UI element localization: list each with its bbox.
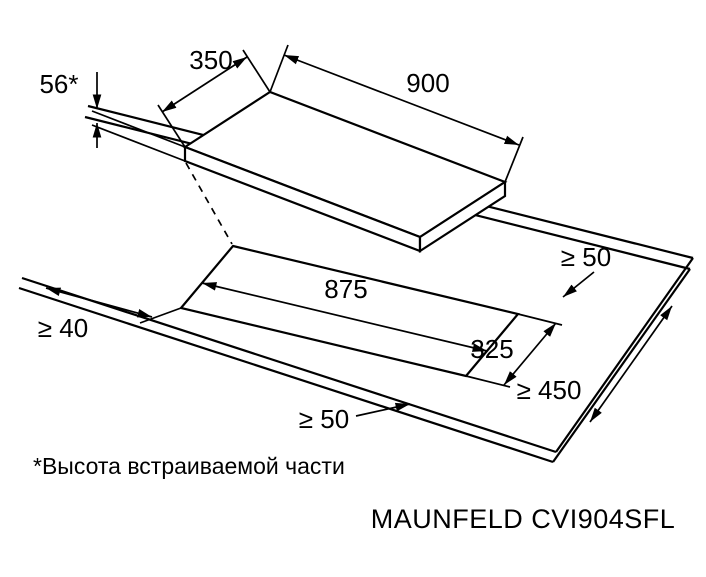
dim-hob-depth: 350 <box>157 45 271 148</box>
side-clearance-label: ≥ 40 <box>38 313 88 343</box>
dimension-arrow <box>283 54 520 146</box>
front-clearance-label: ≥ 50 <box>299 404 349 434</box>
dimension-arrow <box>503 322 557 386</box>
hob-slab <box>182 90 508 254</box>
dimension-arrow <box>45 287 153 318</box>
extension-line <box>465 375 511 388</box>
extension-line <box>504 136 524 183</box>
dim-hob-width: 900 <box>269 44 524 183</box>
hob-height-label: 56* <box>39 69 78 99</box>
dimension-arrow <box>201 282 488 352</box>
dimension-arrow <box>161 56 248 113</box>
worktop-depth-label: ≥ 450 <box>517 375 582 405</box>
worktop-right-edge-inner <box>552 268 691 463</box>
hob-width-label: 900 <box>406 68 449 98</box>
dim-side-clearance: ≥ 40 <box>38 287 182 343</box>
hob-right-face <box>418 179 507 254</box>
pointer-arrow <box>562 271 595 298</box>
cutout-depth-label: 325 <box>470 334 513 364</box>
rear-clearance-label: ≥ 50 <box>561 242 611 272</box>
dimension-arrow <box>589 305 673 423</box>
hob-depth-label: 350 <box>189 45 232 75</box>
dim-rear-clearance: ≥ 50 <box>561 242 611 298</box>
dim-cutout-width: 875 <box>201 274 488 352</box>
pointer-arrow <box>355 402 411 417</box>
worktop-front-edge-inner <box>18 286 554 464</box>
extension-line <box>91 124 186 162</box>
extension-line <box>139 307 182 324</box>
extension-line <box>242 49 271 93</box>
dim-hob-height: 56* <box>39 69 186 162</box>
dim-front-clearance: ≥ 50 <box>299 402 411 434</box>
dim-worktop-depth: ≥ 450 <box>517 305 673 423</box>
dim-cutout-depth: 325 <box>465 313 563 388</box>
extension-line <box>269 44 289 93</box>
cutout-width-label: 875 <box>324 274 367 304</box>
footnote: *Высота встраиваемой части <box>33 453 345 479</box>
projection-dashed-line <box>185 162 233 245</box>
extension-line <box>91 110 186 148</box>
model-title: MAUNFELD CVI904SFL <box>371 504 676 534</box>
